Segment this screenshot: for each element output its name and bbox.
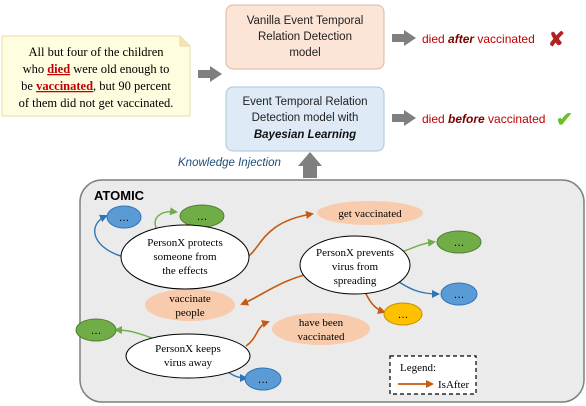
node-vaccinate-people-line-1: vaccinate xyxy=(169,293,211,305)
vanilla-line-3: model xyxy=(289,47,320,59)
knowledge-injection-label: Knowledge Injection xyxy=(178,157,281,169)
legend-title: Legend: xyxy=(400,362,436,374)
node-prevents-line-2: virus from xyxy=(332,261,379,273)
sentence-line-2: who died were old enough to xyxy=(23,62,170,76)
bayesian-output-arrow xyxy=(392,110,416,126)
output-bayesian-relation: before xyxy=(448,112,485,126)
node-prevents-line-1: PersonX prevents xyxy=(316,247,394,259)
bayesian-model-box: Event Temporal Relation Detection model … xyxy=(225,86,385,152)
green-node-ellipsis: … xyxy=(454,237,465,249)
blue-node-ellipsis: … xyxy=(119,212,130,224)
check-icon: ✔ xyxy=(556,109,573,131)
blue-node xyxy=(440,282,478,306)
node-have-been-line-1: have been xyxy=(299,317,344,329)
edge-protect-to-blue xyxy=(94,214,129,259)
sentence-line-4: of them did not get vaccinated. xyxy=(19,96,174,110)
node-protects-line-1: PersonX protects xyxy=(147,237,222,249)
input-to-models-arrow xyxy=(198,66,222,82)
blue-node xyxy=(106,205,142,229)
green-node-ellipsis: … xyxy=(91,325,102,337)
output-bayesian-pre: died xyxy=(422,112,448,126)
sentence-line-2-pre: who xyxy=(23,62,48,76)
output-bayesian: died before vaccinated xyxy=(422,112,545,126)
cross-icon: ✘ xyxy=(548,29,565,51)
node-keeps-line-1: PersonX keeps xyxy=(155,343,221,355)
bayesian-line-2: Detection model with xyxy=(252,112,359,124)
node-personx-prevents: PersonX prevents virus from spreading xyxy=(299,235,411,295)
node-get-vaccinated-label: get vaccinated xyxy=(338,208,402,220)
vanilla-line-1: Vanilla Event Temporal xyxy=(247,15,364,27)
legend-isafter-label: IsAfter xyxy=(438,379,469,391)
vanilla-output-arrow xyxy=(392,30,416,46)
output-bayesian-post: vaccinated xyxy=(485,112,546,126)
blue-node xyxy=(244,367,282,391)
sentence-line-3: be vaccinated, but 90 percent xyxy=(21,79,171,93)
sentence-line-2-post: were old enough to xyxy=(70,62,169,76)
input-sentence-note: All but four of the children who died we… xyxy=(1,35,191,117)
output-vanilla-post: vaccinated xyxy=(474,32,535,46)
node-protects-line-3: the effects xyxy=(162,265,207,277)
node-get-vaccinated: get vaccinated xyxy=(317,201,423,225)
green-node xyxy=(75,318,117,342)
vanilla-model-box: Vanilla Event Temporal Relation Detectio… xyxy=(225,4,385,70)
node-vaccinate-people: vaccinate people xyxy=(145,289,235,321)
node-vaccinate-people-line-2: people xyxy=(175,307,204,319)
node-personx-protects: PersonX protects someone from the effect… xyxy=(120,224,250,290)
event-died: died xyxy=(47,62,70,76)
knowledge-injection-arrow xyxy=(298,152,322,178)
bayesian-line-1: Event Temporal Relation xyxy=(242,96,367,108)
vanilla-line-2: Relation Detection xyxy=(258,31,352,43)
edge-keeps-to-have-been xyxy=(245,320,270,347)
bayesian-line-3: Bayesian Learning xyxy=(254,129,356,141)
blue-node-ellipsis: … xyxy=(258,374,269,386)
output-vanilla-pre: died xyxy=(422,32,448,46)
blue-node-ellipsis: … xyxy=(454,289,465,301)
node-personx-keeps: PersonX keeps virus away xyxy=(125,333,251,379)
node-prevents-line-3: spreading xyxy=(334,275,377,287)
output-vanilla: died after vaccinated xyxy=(422,32,535,46)
legend: Legend: IsAfter xyxy=(389,355,477,395)
event-vaccinated: vaccinated xyxy=(36,79,93,93)
sentence-line-1: All but four of the children xyxy=(28,45,164,59)
yellow-node xyxy=(383,302,423,326)
output-vanilla-relation: after xyxy=(448,32,475,46)
green-node xyxy=(436,230,482,254)
edge-protect-to-get-vaccinated xyxy=(245,211,314,259)
node-keeps-line-2: virus away xyxy=(164,357,212,369)
node-have-been-vaccinated: have been vaccinated xyxy=(272,313,370,345)
green-node-ellipsis: … xyxy=(197,211,208,223)
sentence-line-3-pre: be xyxy=(21,79,36,93)
atomic-title: ATOMIC xyxy=(94,188,145,203)
sentence-line-3-post: , but 90 percent xyxy=(93,79,171,93)
yellow-node-ellipsis: … xyxy=(398,309,409,321)
node-protects-line-2: someone from xyxy=(153,251,217,263)
node-have-been-line-2: vaccinated xyxy=(297,331,345,343)
